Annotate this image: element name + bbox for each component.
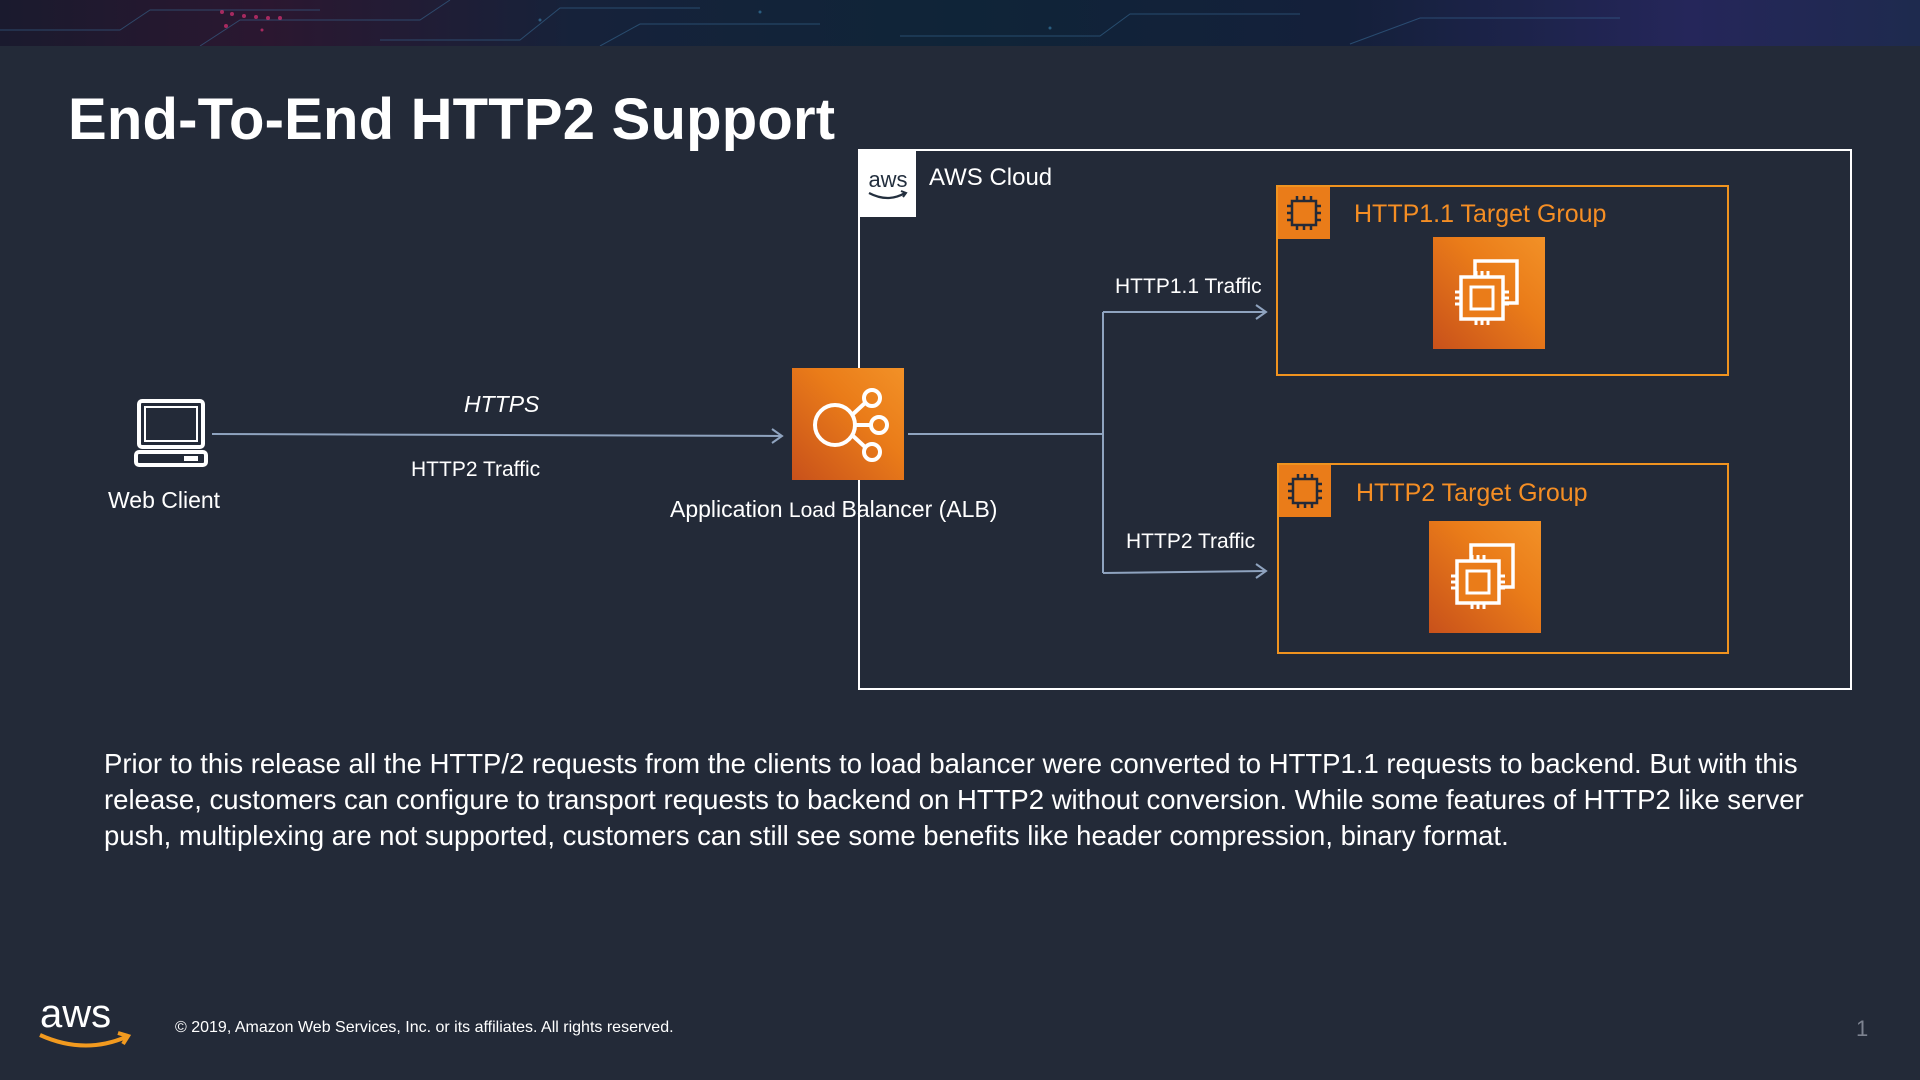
client-to-alb-edge [211, 433, 783, 437]
client-to-alb-arrowhead [771, 428, 784, 444]
http2-target-group-title: HTTP2 Target Group [1356, 479, 1588, 507]
web-client-label: Web Client [108, 487, 221, 513]
https-edge-label: HTTPS [464, 391, 540, 417]
svg-text:aws: aws [40, 993, 111, 1036]
http11-target-group-box [1276, 185, 1729, 376]
aws-logo-icon: aws [38, 992, 138, 1062]
chip-icon [1278, 187, 1330, 239]
page-title: End-To-End HTTP2 Support [68, 87, 836, 152]
to-http11-arrowhead [1255, 304, 1268, 320]
chip-icon [1279, 465, 1331, 517]
http11-traffic-label: HTTP1.1 Traffic [1115, 275, 1262, 298]
aws-logo-icon: aws [860, 151, 916, 217]
load-balancer-icon [792, 368, 904, 480]
alb-label: Application Load Balancer (ALB) [670, 496, 998, 522]
to-http2-arrowhead [1255, 563, 1268, 579]
ec2-instances-icon [1433, 237, 1545, 349]
aws-cloud-label: AWS Cloud [929, 164, 1053, 191]
svg-text:aws: aws [868, 167, 907, 192]
ec2-instances-icon [1429, 521, 1541, 633]
banner-decoration [0, 0, 1620, 46]
description-paragraph: Prior to this release all the HTTP/2 req… [104, 748, 1804, 851]
to-http2-edge [1102, 570, 1267, 574]
header-banner [0, 0, 1920, 46]
http2-target-group-box [1277, 463, 1729, 654]
laptop-icon [134, 398, 210, 475]
copyright-notice: © 2019, Amazon Web Services, Inc. or its… [175, 1019, 674, 1036]
http11-target-group-title: HTTP1.1 Target Group [1354, 200, 1607, 228]
http2-traffic-edge-label: HTTP2 Traffic [411, 458, 541, 481]
http2-traffic-label: HTTP2 Traffic [1126, 530, 1256, 553]
page-number: 1 [1856, 1016, 1869, 1041]
